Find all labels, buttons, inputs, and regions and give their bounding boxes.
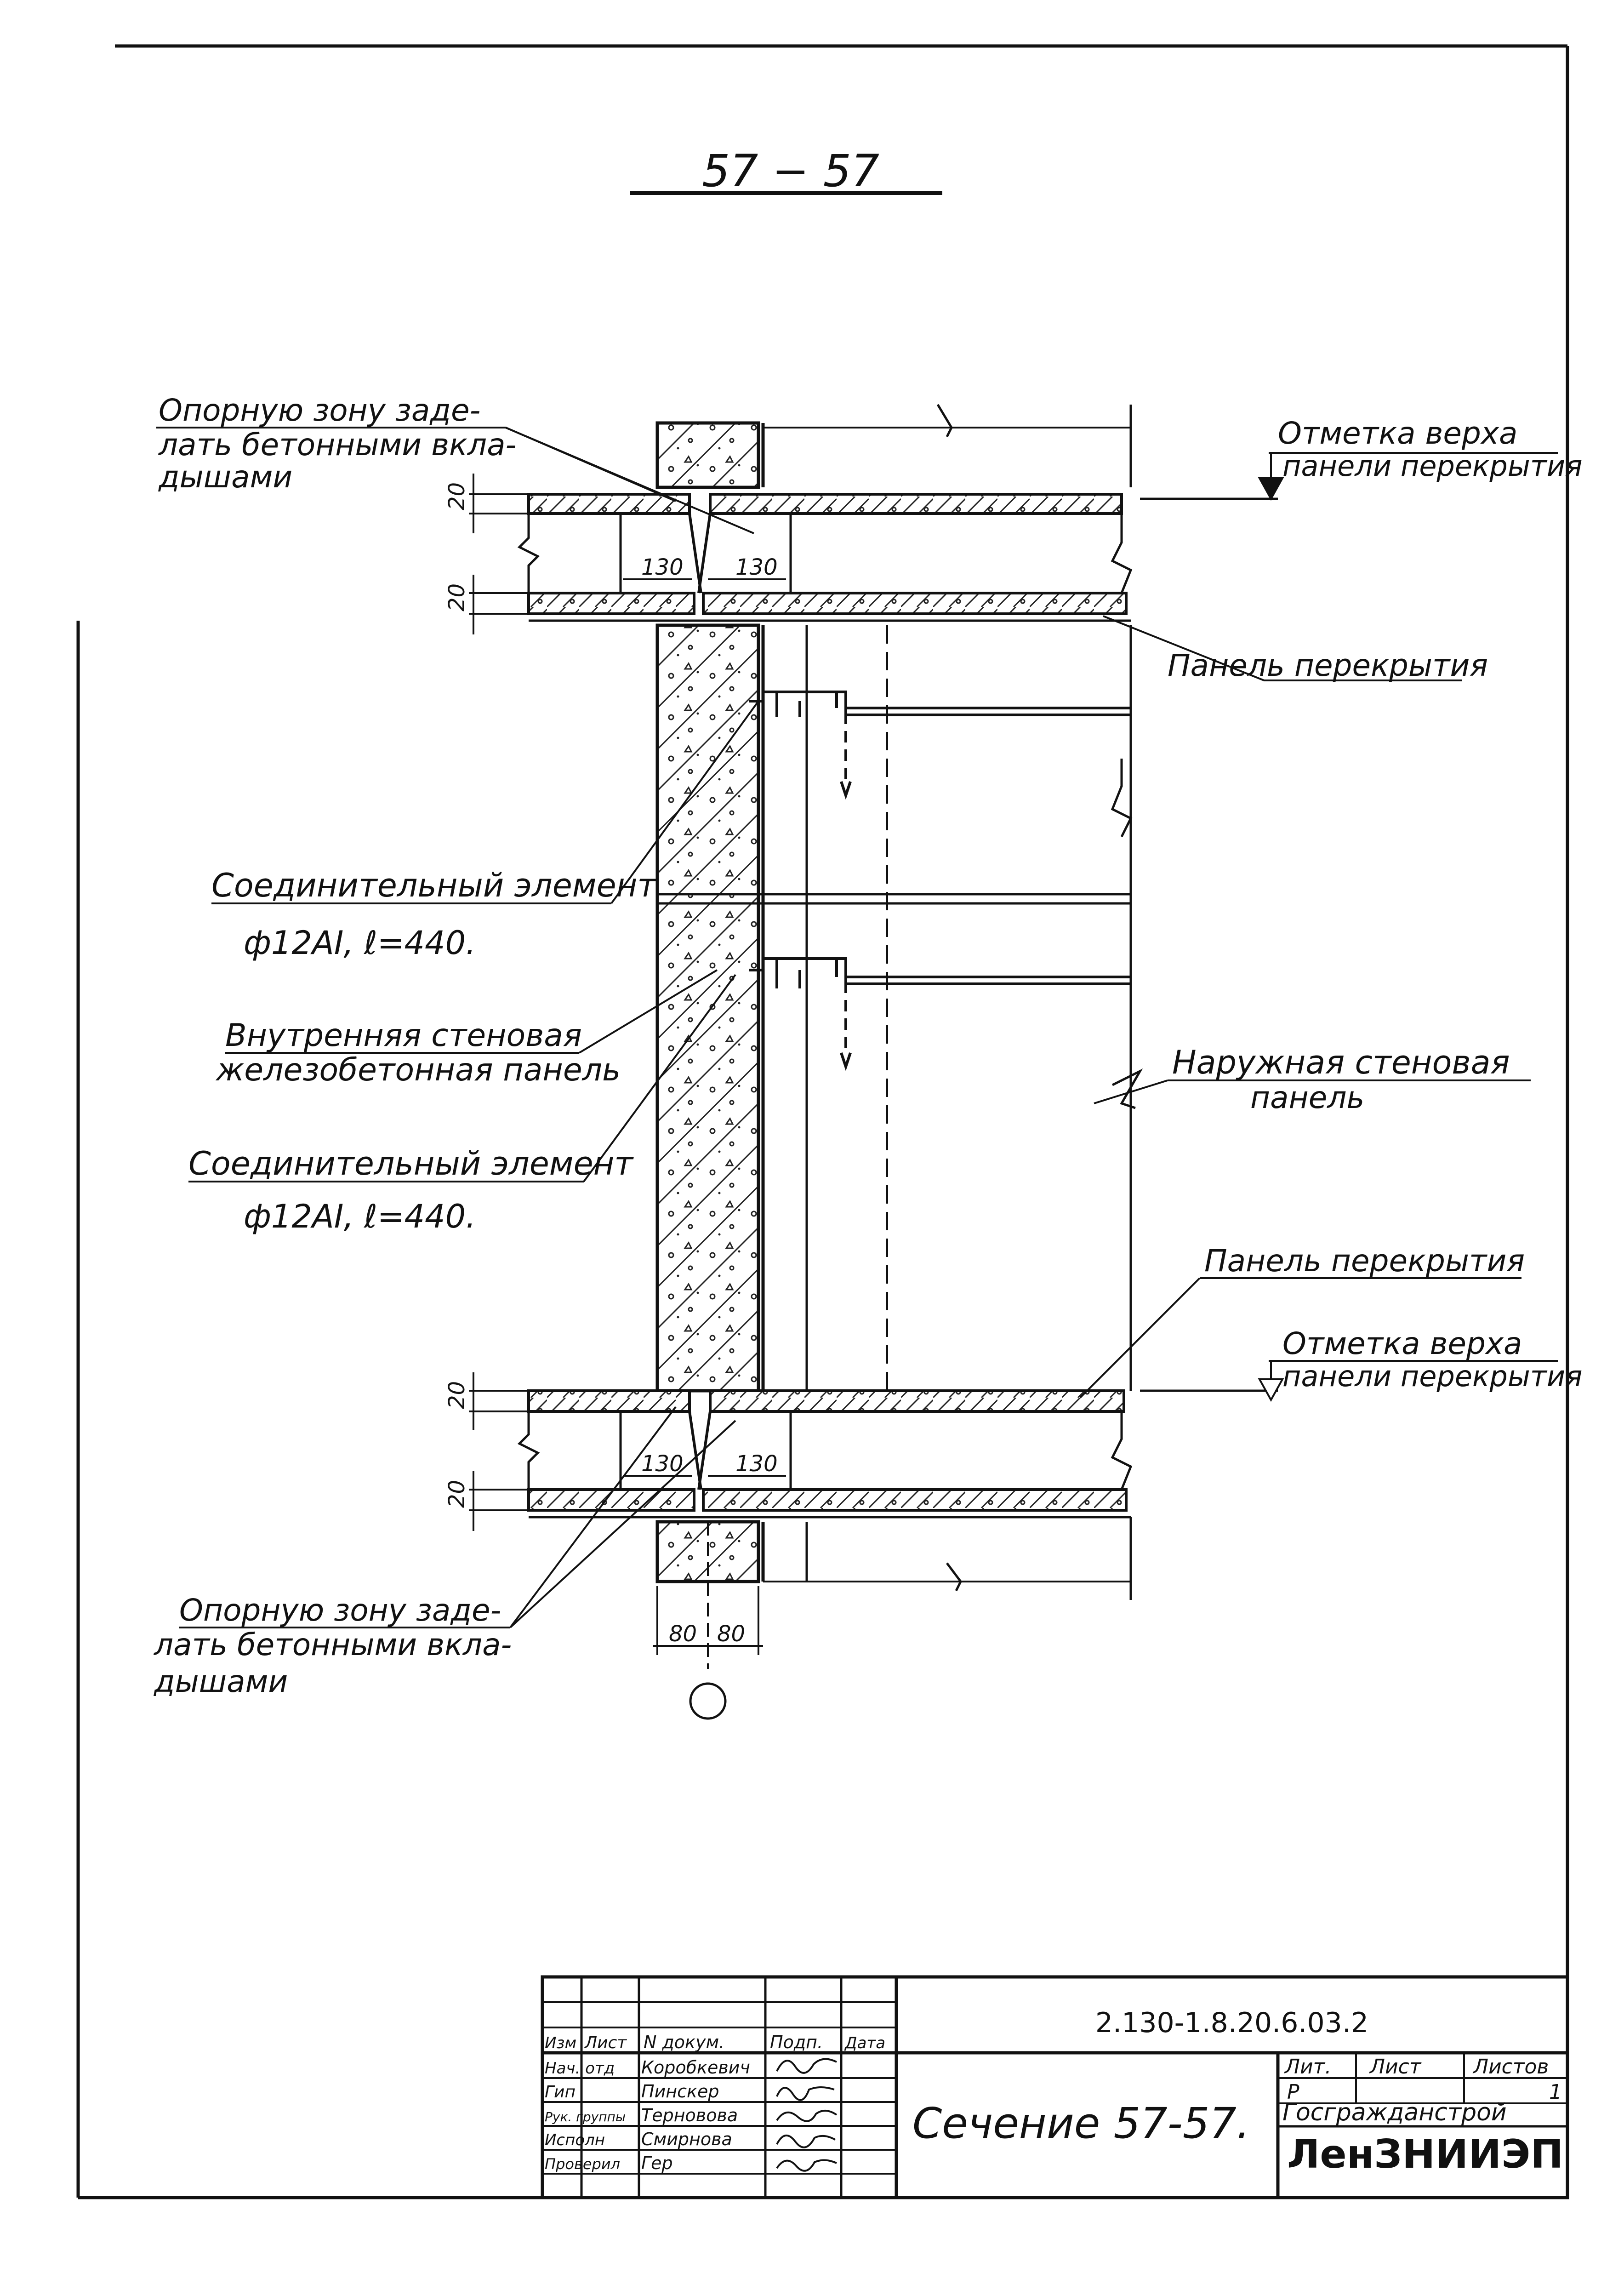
svg-text:130: 130 xyxy=(735,1451,778,1477)
svg-text:20: 20 xyxy=(444,1381,470,1409)
upper-slab-bot-left xyxy=(527,592,695,615)
svg-text:Листов: Листов xyxy=(1472,2055,1549,2079)
svg-text:Нач. отд: Нач. отд xyxy=(545,2059,615,2078)
svg-text:Терновова: Терновова xyxy=(641,2105,738,2125)
connector-1-l1: Соединительный элемент xyxy=(211,867,657,904)
upper-wall-stub xyxy=(655,421,760,489)
support-zone-bottom-l2: лать бетонными вкла- xyxy=(153,1627,512,1662)
svg-text:130: 130 xyxy=(735,554,778,580)
svg-text:Лист: Лист xyxy=(1369,2055,1422,2079)
svg-text:Лист: Лист xyxy=(584,2033,627,2052)
outer-panel-l2: панель xyxy=(1250,1080,1364,1115)
svg-text:N докум.: N докум. xyxy=(644,2032,724,2052)
svg-text:1: 1 xyxy=(1549,2080,1562,2104)
svg-text:130: 130 xyxy=(641,554,684,580)
upper-slab-top-left xyxy=(527,493,691,515)
org-secondary: ЛенЗНИИЭП xyxy=(1287,2131,1563,2177)
svg-text:20: 20 xyxy=(444,583,470,611)
connector-2-l2: ф12АI, ℓ=440. xyxy=(244,1198,476,1235)
floor-panel-1-label: Панель перекрытия xyxy=(1168,648,1488,683)
svg-text:Дата: Дата xyxy=(844,2034,885,2052)
inner-panel-l1: Внутренняя стеновая xyxy=(225,1017,582,1054)
sheet-frame xyxy=(76,44,1569,2199)
section-structure xyxy=(517,404,1278,1720)
support-zone-top-l3: дышами xyxy=(158,459,292,495)
support-zone-bottom-l3: дышами xyxy=(154,1664,288,1699)
upper-slab-bot-right xyxy=(702,592,1128,615)
svg-text:Гер: Гер xyxy=(641,2153,673,2173)
signatures xyxy=(776,2058,838,2172)
svg-text:Исполн: Исполн xyxy=(545,2131,605,2149)
section-title-text: 57 − 57 xyxy=(702,145,879,197)
lower-slab-top-right xyxy=(709,1389,1125,1413)
org-primary: Госгражданстрой xyxy=(1282,2099,1507,2126)
title-block xyxy=(541,1975,1569,2199)
svg-text:Пинскер: Пинскер xyxy=(641,2081,719,2102)
inner-panel-l2: железобетонная панель xyxy=(215,1052,621,1088)
doc-number: 2.130-1.8.20.6.03.2 xyxy=(1095,2007,1368,2039)
svg-text:Коробкевич: Коробкевич xyxy=(641,2057,750,2078)
mark-top-l2: панели перекрытия xyxy=(1282,449,1582,483)
floor-panel-2-label: Панель перекрытия xyxy=(1204,1243,1525,1279)
support-zone-top-l1: Опорную зону заде- xyxy=(159,393,480,428)
svg-text:80: 80 xyxy=(669,1621,697,1647)
mark-bottom-l2: панели перекрытия xyxy=(1282,1359,1582,1393)
upper-slab-top-right xyxy=(709,493,1123,515)
mark-top-l1: Отметка верха xyxy=(1278,416,1517,451)
support-zone-top-l2: лать бетонными вкла- xyxy=(158,427,516,463)
svg-text:Изм: Изм xyxy=(545,2034,576,2052)
axis-marker xyxy=(689,1682,727,1720)
mark-bottom-l1: Отметка верха xyxy=(1282,1326,1522,1361)
outer-panel-l1: Наружная стеновая xyxy=(1172,1044,1510,1081)
lower-slab-bot-right xyxy=(702,1488,1128,1512)
svg-text:130: 130 xyxy=(641,1451,684,1477)
svg-text:20: 20 xyxy=(444,1480,470,1508)
dimensions xyxy=(469,474,786,1655)
dimension-labels: 20 20 20 20 130 130 130 130 80 80 xyxy=(444,482,778,1647)
leader-lines xyxy=(156,427,1558,1628)
lower-slab-top-left xyxy=(527,1389,691,1413)
connector-lower xyxy=(749,957,1131,1071)
svg-text:Подп.: Подп. xyxy=(770,2032,823,2052)
inner-wall-panel xyxy=(655,623,760,1393)
svg-text:Смирнова: Смирнова xyxy=(641,2129,732,2149)
svg-text:Гип: Гип xyxy=(545,2083,576,2102)
annotations: Опорную зону заде- лать бетонными вкла- … xyxy=(153,393,1582,1699)
connector-upper xyxy=(749,691,1131,800)
connector-2-l1: Соединительный элемент xyxy=(188,1145,634,1182)
svg-text:20: 20 xyxy=(444,482,470,510)
title-block-text: 2.130-1.8.20.6.03.2 Сечение 57-57. Изм Л… xyxy=(545,2007,1563,2177)
sheet-title: Сечение 57-57. xyxy=(912,2099,1250,2148)
svg-text:Проверил: Проверил xyxy=(545,2155,620,2173)
svg-text:Р: Р xyxy=(1287,2080,1299,2104)
connector-1-l2: ф12АI, ℓ=440. xyxy=(244,924,476,962)
svg-text:80: 80 xyxy=(717,1621,745,1647)
section-title: 57 − 57 xyxy=(630,145,942,197)
svg-text:Лит.: Лит. xyxy=(1284,2055,1331,2079)
support-zone-bottom-l1: Опорную зону заде- xyxy=(179,1593,501,1628)
svg-text:Рук. группы: Рук. группы xyxy=(545,2109,626,2124)
